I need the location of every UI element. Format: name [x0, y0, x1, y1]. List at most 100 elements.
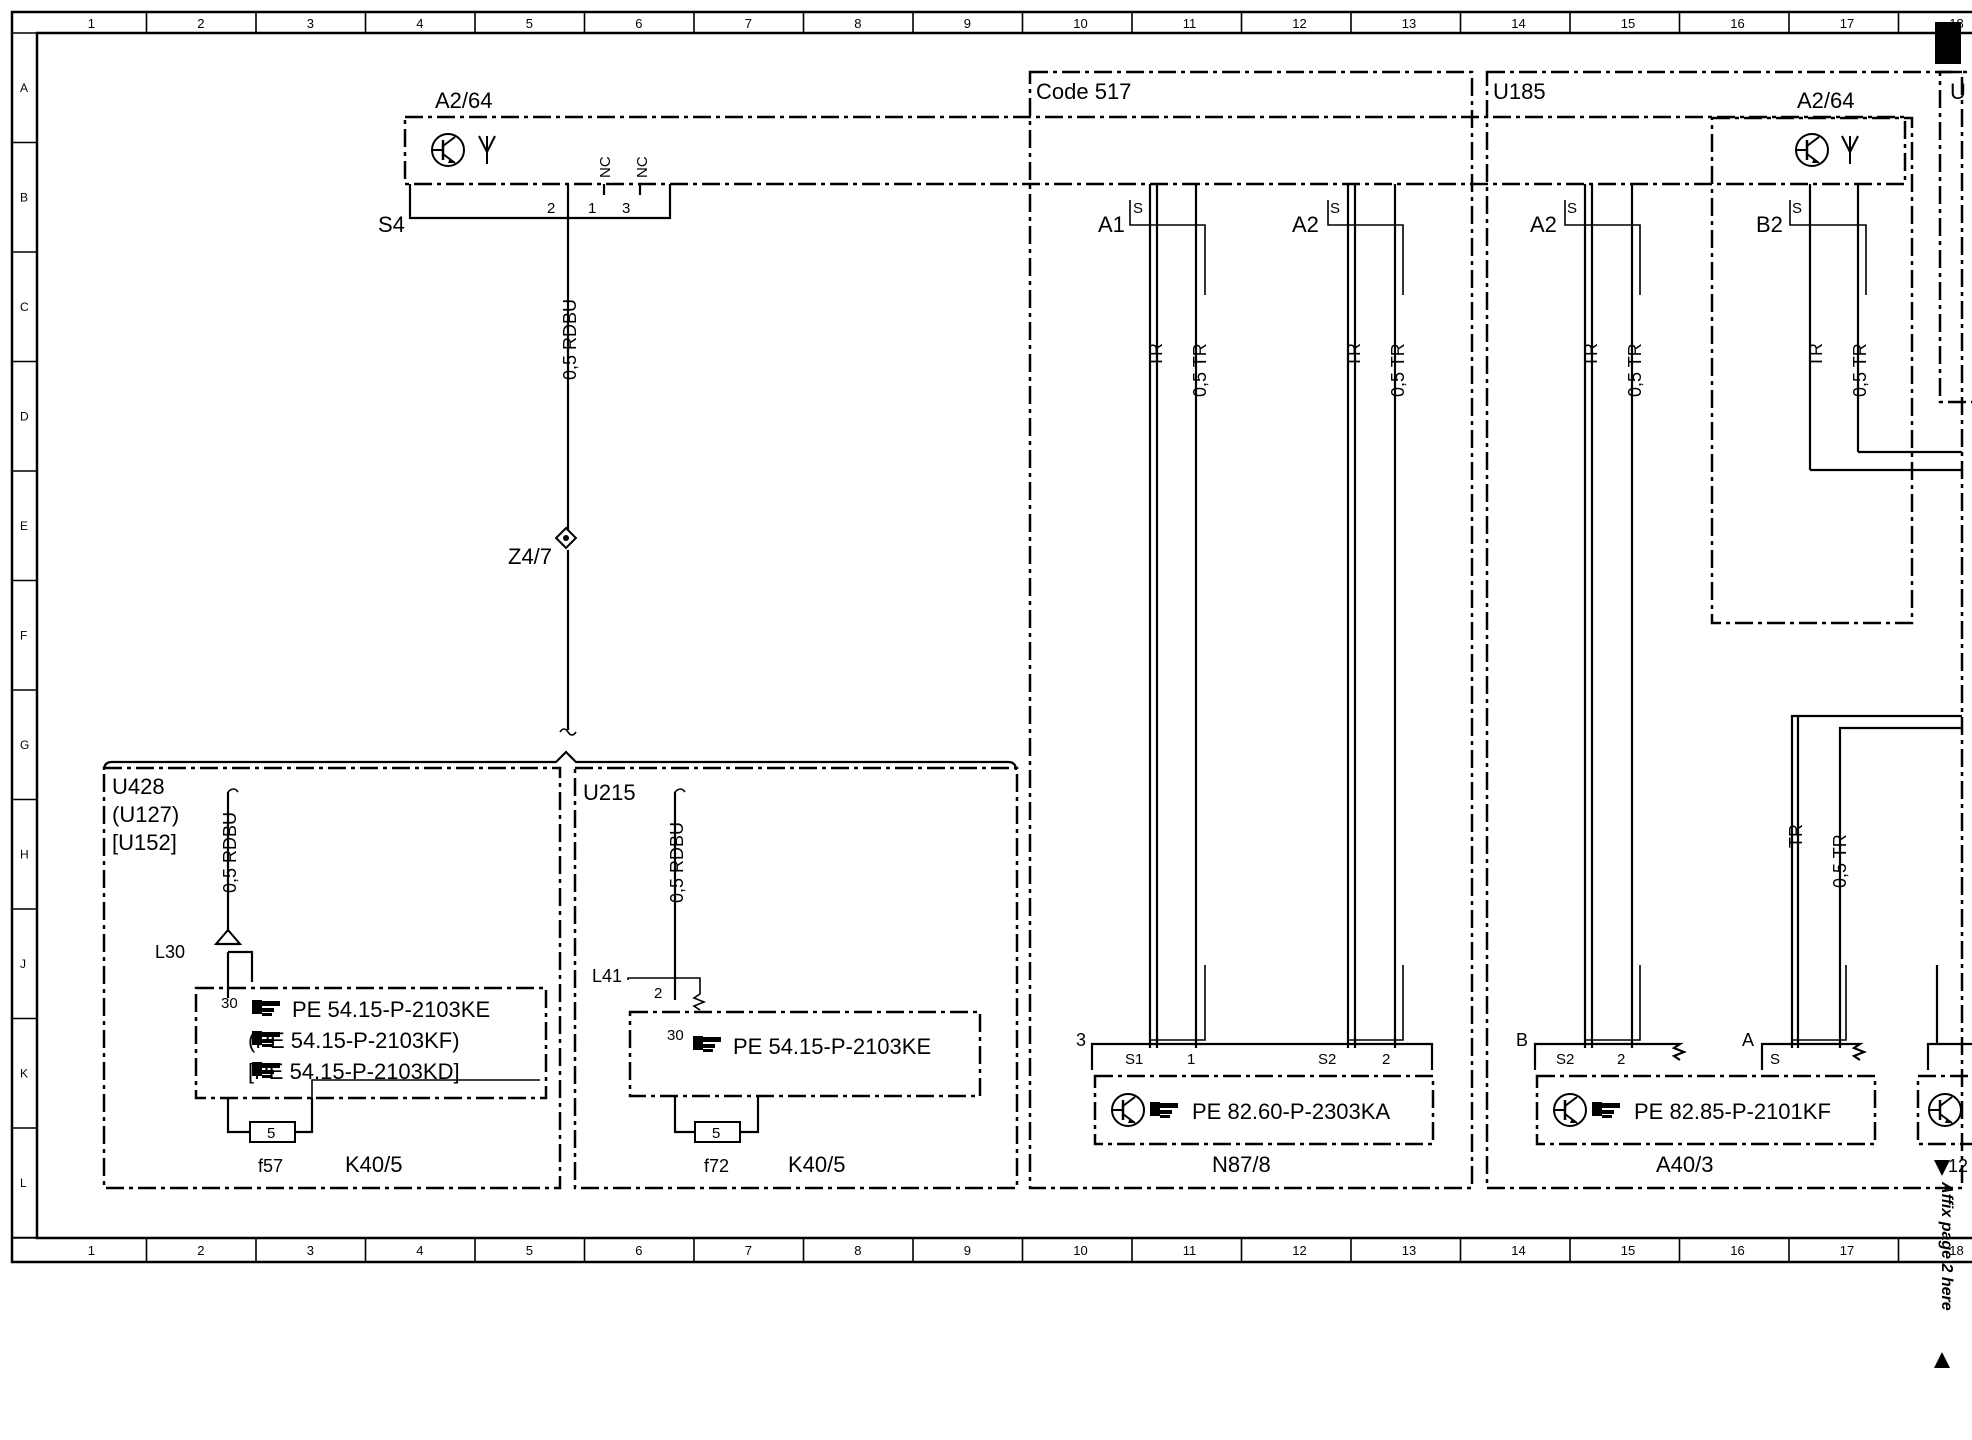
- grid-column-number: 3: [307, 16, 314, 31]
- grid-column-number: 17: [1840, 16, 1854, 31]
- f57-label: f57: [258, 1156, 283, 1176]
- pin-2: 2: [547, 200, 555, 217]
- grid-column-number: 11: [1183, 1243, 1197, 1258]
- grid-column-number: 15: [1621, 1243, 1635, 1258]
- grid-column-number: 2: [197, 1243, 204, 1258]
- fuse-icon: [694, 1121, 741, 1143]
- svg-text:5: 5: [712, 1125, 720, 1142]
- svg-text:12: 12: [1948, 1156, 1968, 1176]
- u215-module: U215 0,5 RDBU L41 2 30 PE 54.15-P-2103KE…: [573, 766, 1019, 1190]
- n87-8-label: N87/8: [1212, 1152, 1271, 1177]
- grid-row-letter: E: [20, 519, 28, 533]
- connector-b-label: B: [1516, 1030, 1528, 1050]
- grid-column-number: 2: [197, 16, 204, 31]
- svg-text:2: 2: [1382, 1051, 1390, 1068]
- grid-row-letter: B: [20, 190, 28, 204]
- grid-column-number: 10: [1073, 16, 1087, 31]
- z4-7-label: Z4/7: [508, 544, 552, 569]
- grid-column-number: 12: [1292, 1243, 1306, 1258]
- ref-n87: PE 82.60-P-2303KA: [1192, 1099, 1390, 1124]
- svg-text:S: S: [1133, 200, 1143, 217]
- u152-label: [U152]: [112, 830, 177, 855]
- svg-text:TR: TR: [1786, 824, 1806, 848]
- k40-5-label-a: K40/5: [345, 1152, 403, 1177]
- grid-column-number: 11: [1183, 16, 1197, 31]
- tr05-label: 0,5 TR: [1190, 343, 1210, 397]
- sheet-tab: [1935, 22, 1961, 64]
- svg-text:0,5 TR: 0,5 TR: [1830, 834, 1850, 888]
- grid-column-number: 6: [635, 16, 642, 31]
- rdbu-wire-label: 0,5 RDBU: [560, 299, 580, 380]
- grid-column-number: 13: [1402, 1243, 1416, 1258]
- pointing-hand-icon: [1592, 1102, 1620, 1118]
- a2-64-right-label: A2/64: [1797, 88, 1855, 113]
- bracket: [102, 750, 1018, 771]
- a40-3-label: A40/3: [1656, 1152, 1714, 1177]
- f72-label: f72: [704, 1156, 729, 1176]
- rdbu-wire-label-u428: 0,5 RDBU: [220, 812, 240, 893]
- svg-text:0,5 TR: 0,5 TR: [1388, 343, 1408, 397]
- antenna-icon: [1841, 135, 1859, 165]
- u-right-label: U: [1950, 79, 1966, 104]
- grid-column-number: 9: [964, 1243, 971, 1258]
- transistor-icon: [1552, 1092, 1588, 1128]
- nc-label-2: NC: [634, 156, 651, 178]
- rdbu-wire-label-u215: 0,5 RDBU: [667, 822, 687, 903]
- grid-column-number: 16: [1730, 16, 1744, 31]
- svg-text:5: 5: [267, 1125, 275, 1142]
- ref-a40: PE 82.85-P-2101KF: [1634, 1099, 1831, 1124]
- pointing-hand-icon: [693, 1036, 721, 1052]
- ground-arrow-icon: [213, 928, 243, 945]
- frame: [10, 10, 1972, 1264]
- svg-text:0,5 TR: 0,5 TR: [1625, 343, 1645, 397]
- svg-text:2: 2: [654, 985, 662, 1002]
- svg-text:S2: S2: [1556, 1051, 1574, 1068]
- b2-label: B2: [1756, 212, 1783, 237]
- grid-column-number: 13: [1402, 16, 1416, 31]
- grid-column-number: 18: [1949, 1243, 1963, 1258]
- u127-label: (U127): [112, 802, 179, 827]
- grid-row-letter: C: [20, 300, 29, 314]
- grid-column-number: 6: [635, 1243, 642, 1258]
- grid-column-number: 5: [526, 1243, 533, 1258]
- affix-note-text: Affix page 2 here: [1938, 1181, 1955, 1311]
- pointing-hand-icon: [252, 1000, 280, 1016]
- triangle-icon: [1934, 1352, 1950, 1368]
- grid-column-number: 17: [1840, 1243, 1854, 1258]
- antenna-icon: [478, 135, 496, 165]
- grid-column-number: 10: [1073, 1243, 1087, 1258]
- svg-text:TR: TR: [1344, 343, 1364, 367]
- grid-column-number: 8: [854, 16, 861, 31]
- grid-row-letter: L: [20, 1176, 27, 1190]
- svg-text:S: S: [1330, 200, 1340, 217]
- grid-column-number: 4: [416, 1243, 423, 1258]
- svg-text:1: 1: [1187, 1051, 1195, 1068]
- grid-row-letter: A: [20, 81, 28, 95]
- s4-label: S4: [378, 212, 405, 237]
- pin-1: 1: [588, 200, 596, 217]
- transistor-icon: [430, 132, 466, 168]
- a2-label: A2: [1292, 212, 1319, 237]
- grid-row-letter: H: [20, 847, 29, 861]
- a2-64-left-module: A2/64 S4 2 1 3 NC NC: [378, 88, 1907, 237]
- a1-label: A1: [1098, 212, 1125, 237]
- pin-30: 30: [221, 995, 238, 1012]
- rdbu-main-wire: 0,5 RDBU Z4/7: [508, 200, 580, 736]
- grid-column-number: 1: [88, 1243, 95, 1258]
- grid-column-number: 12: [1292, 16, 1306, 31]
- svg-text:0,5 TR: 0,5 TR: [1850, 343, 1870, 397]
- grid-column-number: 5: [526, 16, 533, 31]
- u428-module: U428 (U127) [U152] 0,5 RDBU L30 30 PE 54…: [102, 766, 562, 1190]
- connector-3-label: 3: [1076, 1030, 1086, 1050]
- grid-column-number: 14: [1511, 1243, 1525, 1258]
- transistor-icon: [1927, 1092, 1963, 1128]
- grid-column-number: 8: [854, 1243, 861, 1258]
- grid-column-number: 7: [745, 1243, 752, 1258]
- grid-column-number: 1: [88, 16, 95, 31]
- svg-text:TR: TR: [1806, 343, 1826, 367]
- svg-text:S1: S1: [1125, 1051, 1143, 1068]
- fuse-icon: [249, 1121, 296, 1143]
